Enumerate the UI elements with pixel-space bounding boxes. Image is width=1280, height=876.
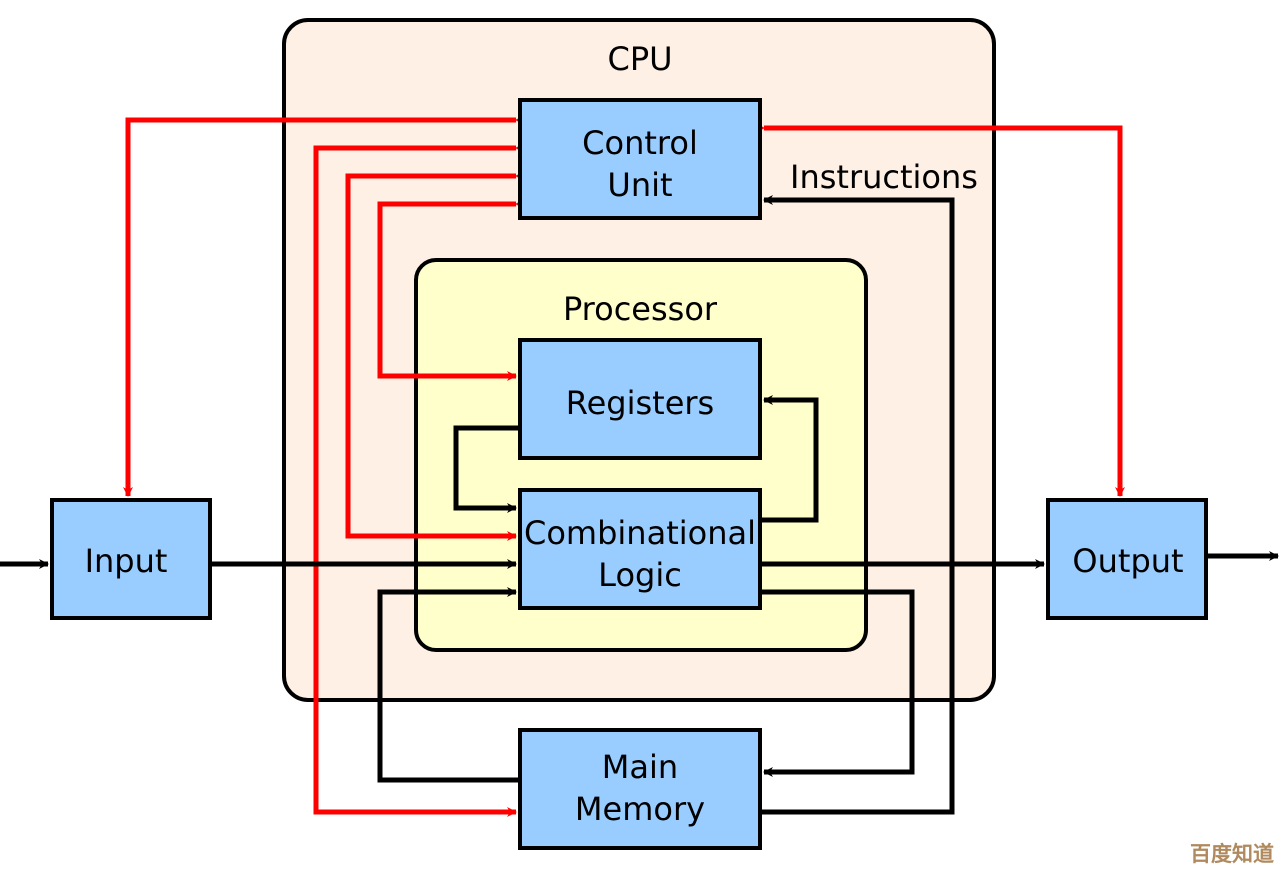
registers-label: Registers (566, 384, 714, 422)
control-line-combinational (345, 171, 525, 541)
processor-label: Processor (563, 290, 718, 328)
combinational-logic-label-line1: Combinational (524, 514, 756, 552)
control-line-memory (313, 143, 525, 817)
cpu-label: CPU (607, 40, 672, 78)
watermark: 百度知道 (1190, 842, 1274, 866)
input-label: Input (85, 542, 168, 580)
control-line-registers (377, 199, 525, 381)
input-block (50, 498, 212, 620)
control-unit-block (518, 98, 762, 220)
registers-block (518, 338, 762, 460)
memory-to-logic-line (377, 587, 520, 783)
output-label: Output (1072, 542, 1183, 580)
instructions-label: Instructions (790, 158, 978, 196)
control-unit-label-line1: Control (582, 124, 698, 162)
combinational-logic-block (518, 488, 762, 610)
main-memory-block (518, 728, 762, 850)
main-memory-label-line2: Memory (575, 790, 705, 828)
logic-to-memory-line (762, 589, 915, 777)
main-memory-label-line1: Main (602, 748, 678, 786)
combinational-logic-label-line2: Logic (598, 556, 682, 594)
registers-to-logic-line (453, 425, 520, 513)
control-unit-label-line2: Unit (607, 166, 672, 204)
logic-to-registers-line (762, 395, 819, 523)
control-line-input (123, 115, 525, 497)
control-line-output (755, 123, 1125, 497)
output-block (1046, 498, 1208, 620)
instructions-line (762, 195, 955, 815)
